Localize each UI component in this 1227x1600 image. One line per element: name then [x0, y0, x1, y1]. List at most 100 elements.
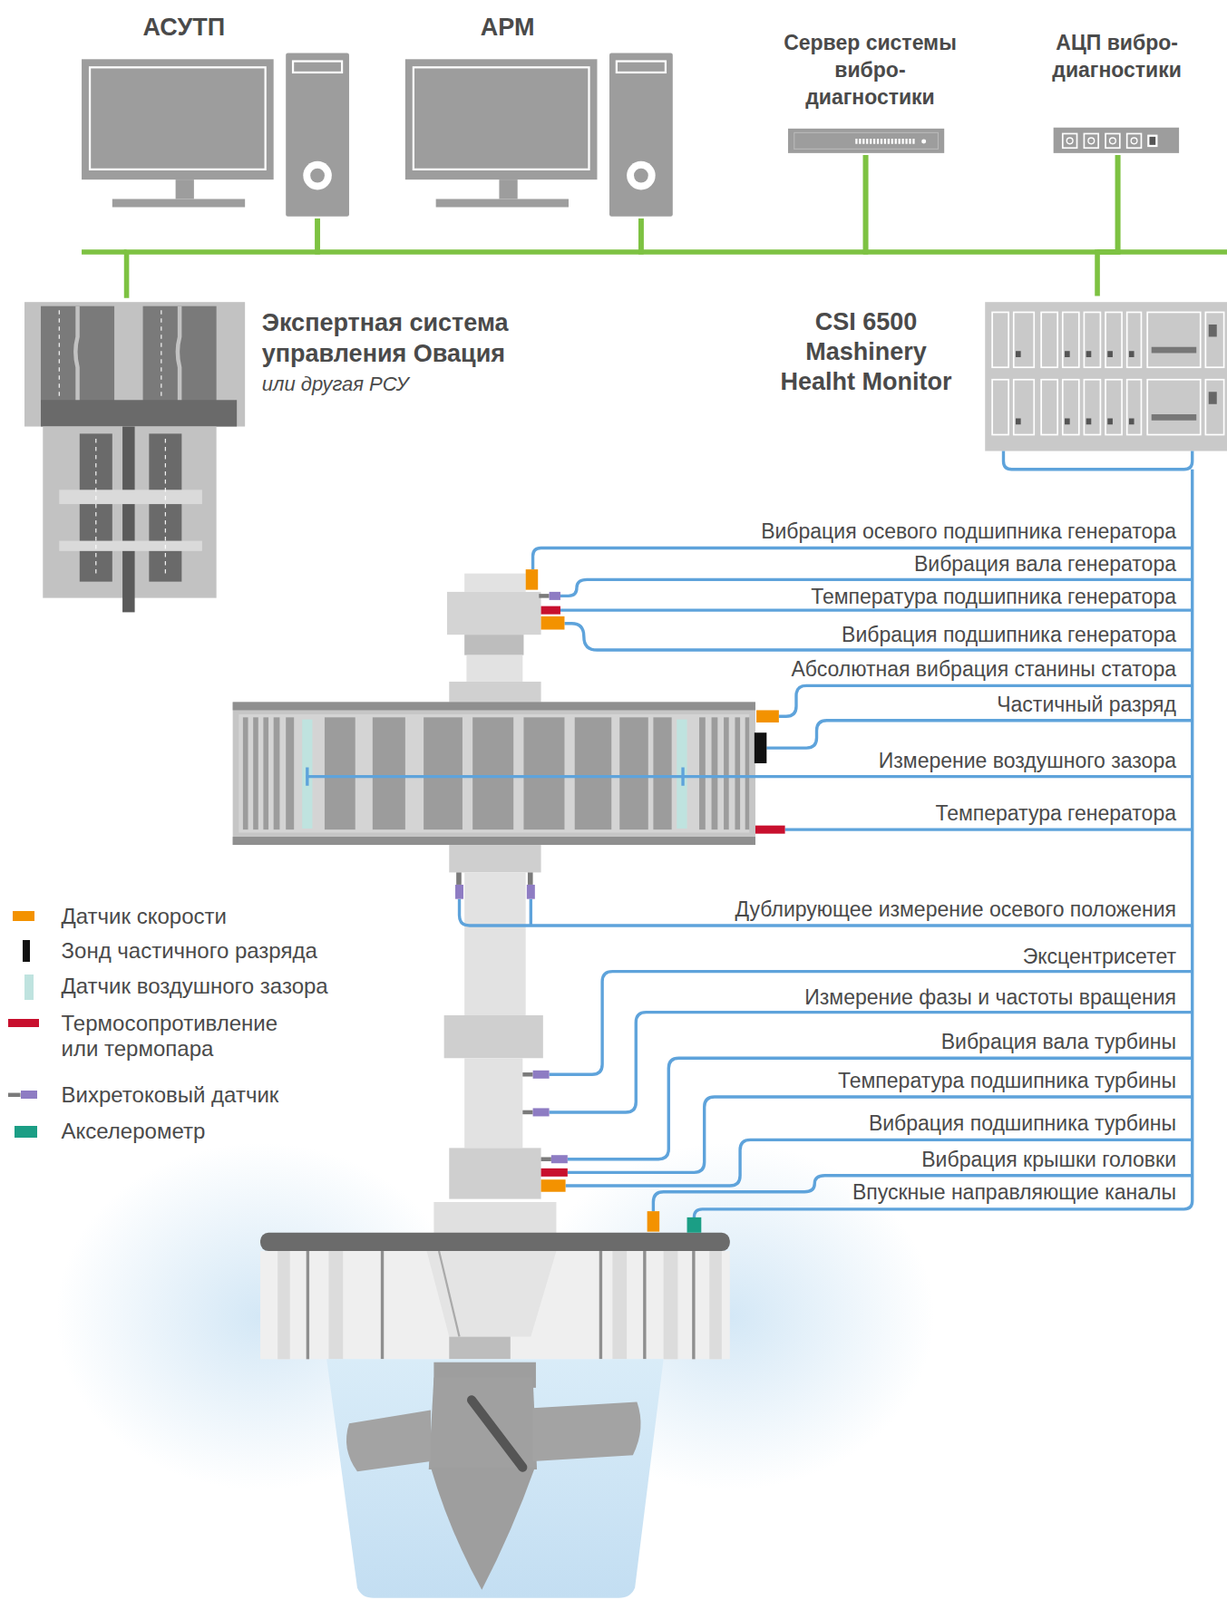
network-link: [1097, 155, 1119, 296]
legend-text: Датчик скорости: [61, 904, 227, 930]
generator-stator: [745, 717, 750, 830]
monitor-rack: [984, 301, 1227, 451]
control-cabinet: [122, 427, 136, 614]
generator-stator: [238, 714, 750, 834]
generator-shaft: [448, 681, 541, 705]
generator-stator: [233, 701, 756, 846]
unit-title: Экспертная система управления Овация: [262, 307, 548, 370]
generator-stator: [472, 717, 514, 830]
edge-group: [126, 155, 1119, 299]
network-link: [126, 218, 318, 299]
sensor-symbol: [522, 1110, 533, 1116]
generator-stator: [273, 717, 281, 830]
sensor-symbol: [541, 1157, 552, 1162]
sensor-symbol: [526, 885, 536, 900]
control-cabinet: [148, 433, 182, 582]
workstation-icon: [633, 168, 649, 184]
legend-swatch: [22, 940, 30, 964]
legend-stub: [8, 1093, 21, 1099]
sensor-symbol: [687, 1217, 702, 1234]
system-unit: Сервер системы вибро- диагностики: [755, 26, 981, 156]
sensor-wire: [307, 767, 683, 786]
workstation-icon: [616, 61, 666, 73]
adc-icon: [1105, 133, 1120, 148]
generator-shaft: [447, 574, 542, 705]
signal-label: Вибрация подшипника генератора: [838, 623, 1179, 646]
generator-stator: [423, 717, 463, 830]
legend-swatch: [12, 911, 36, 922]
control-cabinet: [177, 306, 180, 404]
wicket-gates: [663, 1251, 679, 1360]
generator-stator: [324, 717, 356, 830]
network-bus: [81, 249, 127, 255]
unit-subtitle: или другая РСУ: [262, 369, 548, 400]
generator-stator: [734, 717, 741, 830]
signal-label: Вибрация крышки головки: [918, 1149, 1179, 1171]
signal-label: Вибрация осевого подшипника генератора: [758, 520, 1179, 543]
control-cabinet: [75, 306, 78, 404]
signal-label: Впускные направляющие каналы: [849, 1181, 1179, 1204]
signal-label: Вибрация подшипника турбины: [866, 1112, 1179, 1135]
wicket-gates: [691, 1251, 695, 1360]
generator-shaft: [464, 634, 524, 656]
sensor-wire: [459, 899, 1193, 926]
wicket-gates: [438, 1251, 460, 1338]
sensor-symbol: [541, 616, 565, 631]
generator-shaft: [464, 574, 526, 593]
turbine-shaft: [433, 1202, 556, 1236]
sensor-wire: [766, 720, 1192, 749]
signal-label: Частичный разряд: [993, 693, 1179, 716]
sensor-wire: [306, 451, 1193, 1219]
system-unit: CSI 6500 Mashinery Healht Monitor: [755, 295, 1227, 451]
turbine-runner: [471, 1400, 523, 1468]
sensor-symbol: [756, 710, 780, 723]
signal-label: Измерение фазы и частоты вращения: [801, 986, 1179, 1009]
legend-swatch: [20, 1090, 38, 1100]
network-link: [317, 218, 642, 253]
sensor-symbol: [538, 594, 549, 599]
workstation-icon: [81, 53, 350, 217]
sensor-wire: [779, 685, 1193, 717]
server-icon: [921, 138, 926, 144]
sensor-symbol: [541, 1179, 566, 1193]
sensor-wire: [564, 623, 1192, 651]
control-cabinet: [95, 438, 97, 577]
generator-stator: [253, 717, 259, 830]
adc-icon: [1147, 135, 1158, 148]
server-icon: [788, 128, 945, 154]
turbine-shaft: [433, 845, 556, 1236]
wicket-gates: [448, 1337, 511, 1361]
generator-stator: [233, 701, 756, 711]
network-link: [641, 155, 867, 253]
adc-icon: [1088, 137, 1095, 145]
generator-stator: [711, 717, 719, 830]
turbine-runner: [428, 1378, 537, 1471]
adc-icon: [1110, 137, 1117, 145]
sensor-symbol: [525, 569, 539, 591]
unit-title: АРМ: [439, 12, 576, 42]
wicket-gates: [260, 1233, 731, 1252]
control-cabinet: [24, 301, 245, 613]
workstation-icon: [292, 61, 342, 73]
system-unit: АРМ: [403, 8, 677, 219]
signal-label: Измерение воздушного зазора: [876, 749, 1179, 772]
sensor-wire: [560, 608, 1193, 612]
generator-stator: [233, 837, 756, 846]
sensor-symbol: [647, 1211, 661, 1233]
server-icon: [788, 128, 945, 154]
turbine-shaft: [448, 845, 541, 873]
control-cabinet: [40, 399, 237, 427]
adc-icon: [1053, 127, 1179, 154]
sensor-symbol: [541, 606, 561, 615]
generator-stator: [233, 701, 756, 846]
generator-stator: [619, 717, 649, 830]
wicket-gates: [599, 1251, 603, 1360]
wicket-gates: [612, 1251, 627, 1360]
workstation-icon: [285, 53, 350, 217]
wicket-gates: [306, 1251, 310, 1360]
turbine-shaft: [464, 1058, 523, 1149]
workstation-icon: [405, 53, 673, 217]
